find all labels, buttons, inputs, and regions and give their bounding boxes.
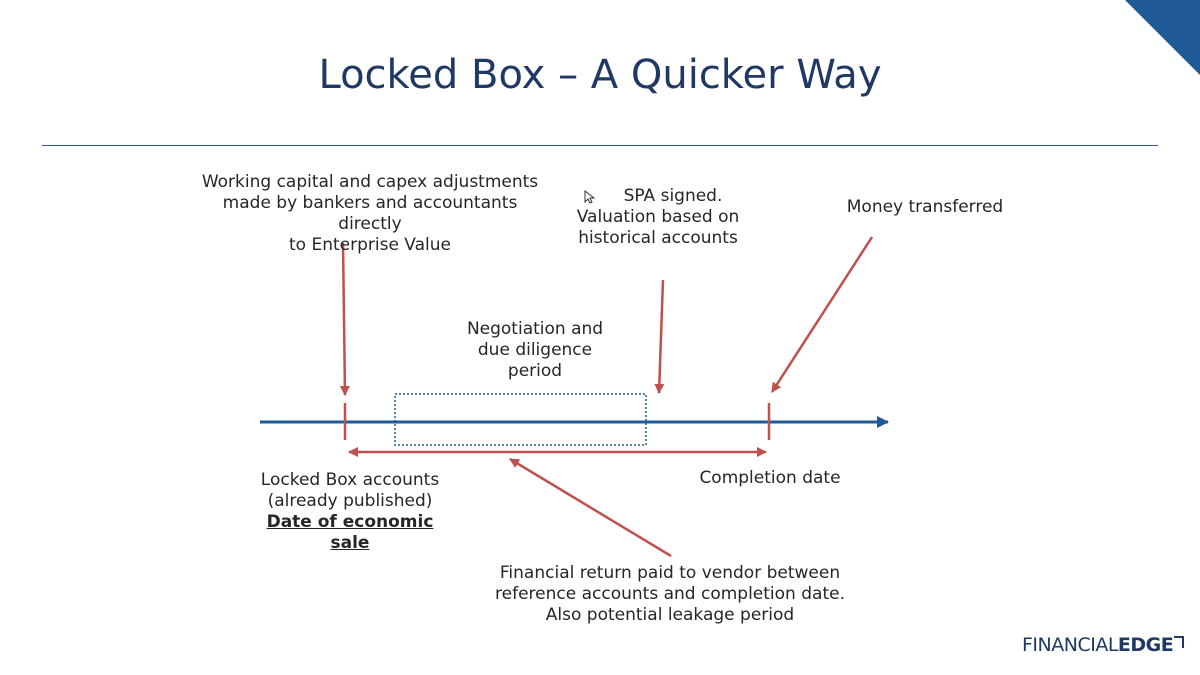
corner-decoration — [1125, 0, 1200, 75]
financial-edge-logo: FINANCIALEDGE — [1022, 634, 1185, 656]
adjustments-label: Working capital and capex adjustments ma… — [201, 172, 539, 255]
logo-mark-icon — [1174, 636, 1185, 648]
slide-title: Locked Box – A Quicker Way — [318, 52, 882, 98]
money-transferred-label: Money transferred — [846, 197, 1004, 217]
adjustments-arrow — [339, 242, 350, 396]
title-divider — [42, 145, 1158, 146]
spa-signed-arrow — [654, 279, 665, 394]
money-transferred-arrow — [770, 236, 874, 393]
locked-box-label: Locked Box accounts (already published) … — [255, 470, 445, 554]
completion-date-label: Completion date — [699, 468, 841, 488]
financial-return-label: Financial return paid to vendor between … — [495, 563, 845, 625]
negotiation-period-box — [394, 393, 647, 446]
negotiation-label: Negotiation and due diligence period — [466, 319, 604, 381]
economic-sale-emphasis: Date of economic — [266, 512, 434, 532]
financial-return-arrow — [509, 457, 672, 558]
economic-sale-emphasis-cont: sale — [330, 533, 370, 553]
mouse-cursor-icon — [584, 190, 596, 204]
spa-signed-label: SPA signed. Valuation based on historica… — [576, 186, 740, 248]
